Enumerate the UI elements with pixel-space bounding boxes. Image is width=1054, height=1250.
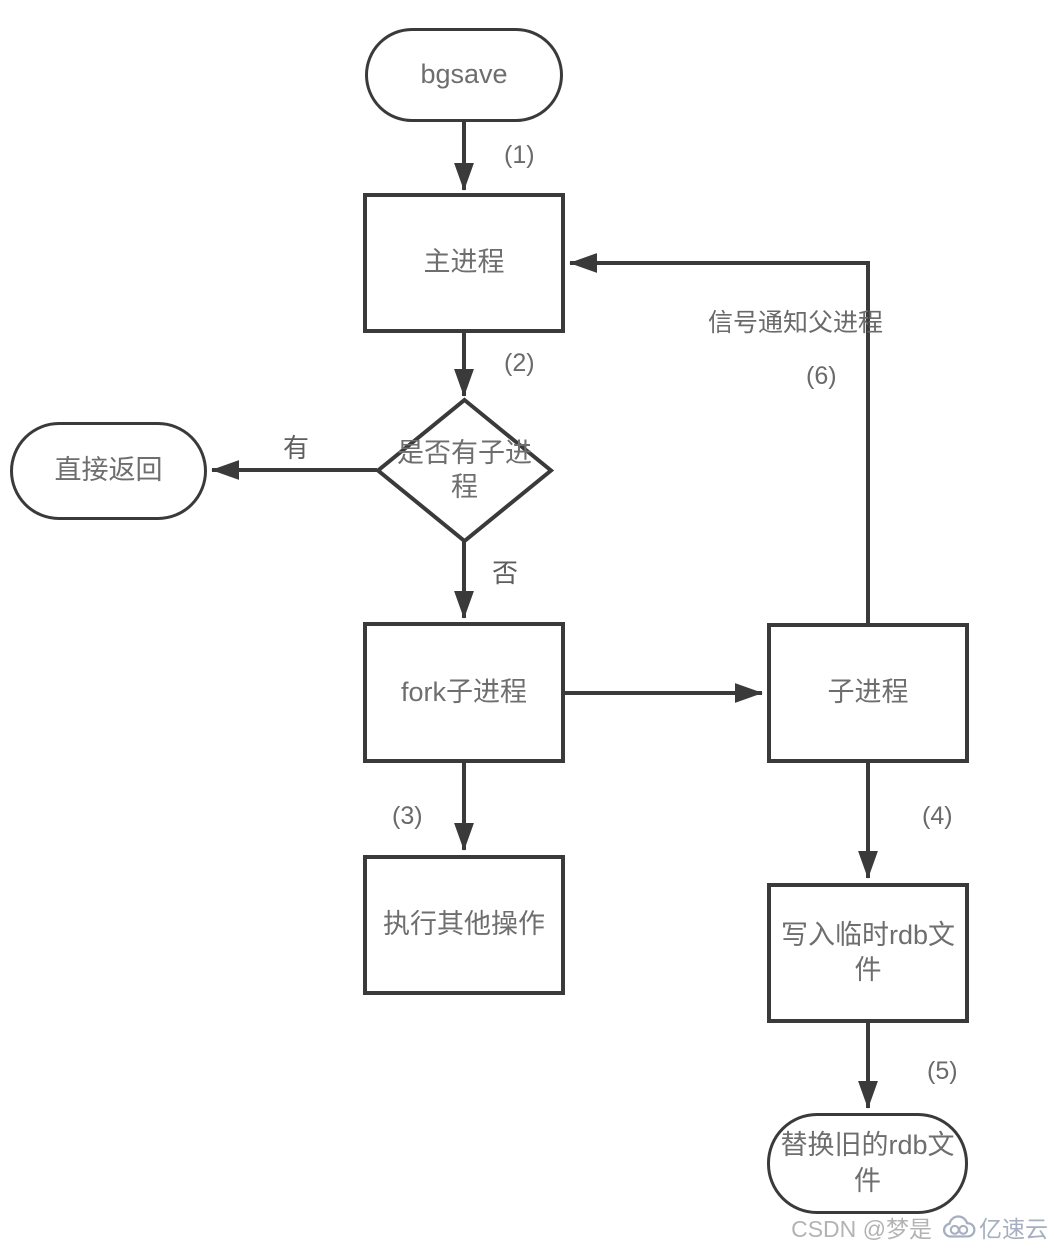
edge-child-to-main-signal (569, 253, 870, 623)
edge-label-step1: (1) (504, 141, 535, 169)
node-write-temp-rdb: 写入临时rdb文件 (767, 883, 969, 1023)
watermark: CSDN @梦是 亿速云 (791, 1210, 1048, 1244)
edge-label-no: 否 (492, 558, 519, 588)
node-main-process-label: 主进程 (423, 247, 505, 278)
decision-diamond-shape (374, 397, 555, 544)
node-other-ops-label: 执行其他操作 (383, 909, 545, 940)
watermark-credit: CSDN @梦是 (791, 1216, 932, 1242)
edge-label-step2: (2) (504, 349, 535, 377)
edge-label-signal: 信号通知父进程 (708, 309, 884, 337)
watermark-logo-text: 亿速云 (979, 1216, 1048, 1242)
edge-label-step6: (6) (806, 362, 837, 390)
node-fork-child-label: fork子进程 (400, 676, 527, 707)
node-decision-label: 是否有子进程 (397, 437, 532, 502)
node-direct-return-label: 直接返回 (54, 455, 163, 486)
edge-label-yes: 有 (283, 433, 310, 463)
node-main-process: 主进程 (363, 193, 565, 333)
node-child-process: 子进程 (767, 623, 969, 763)
yisu-cloud-logo-icon (943, 1214, 976, 1238)
edge-label-step4: (4) (922, 802, 953, 830)
node-replace-old-rdb-label: 替换旧的rdb文件 (780, 1130, 955, 1196)
node-fork-child: fork子进程 (363, 622, 565, 763)
node-decision: 是否有子进程 (378, 400, 551, 541)
yisu-cloud-logo: 亿速云 (942, 1210, 1048, 1244)
node-child-process-label: 子进程 (827, 677, 909, 708)
node-bgsave-label: bgsave (420, 59, 508, 90)
edge-label-step5: (5) (927, 1057, 958, 1085)
node-direct-return: 直接返回 (10, 422, 207, 520)
node-replace-old-rdb: 替换旧的rdb文件 (767, 1113, 968, 1214)
edge-label-step3: (3) (392, 802, 423, 830)
node-other-ops: 执行其他操作 (363, 855, 565, 995)
node-bgsave: bgsave (365, 28, 563, 122)
node-write-temp-rdb-label: 写入临时rdb文件 (780, 919, 956, 985)
